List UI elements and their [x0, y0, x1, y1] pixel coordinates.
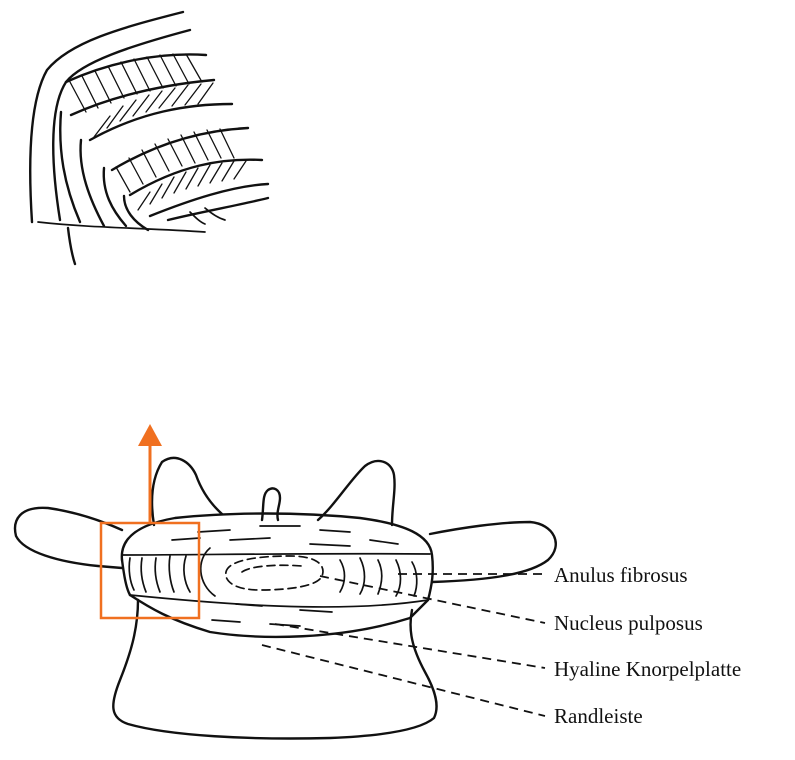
lamella-hatching-3 — [116, 129, 234, 192]
vertebra-with-disc — [15, 458, 556, 739]
leader-randleiste — [262, 645, 545, 716]
label-hyaline-knorpelplatte: Hyaline Knorpelplatte — [554, 657, 741, 681]
vertebral-body — [113, 600, 436, 738]
anulus-lamellae-detail — [30, 12, 268, 264]
left-transverse-process — [15, 508, 122, 568]
anulus-rings — [129, 526, 417, 626]
spinous-process — [262, 488, 280, 520]
magnification-indicator — [101, 424, 199, 618]
nucleus-pulposus-outline — [226, 556, 323, 590]
right-transverse-process — [430, 522, 556, 582]
label-anulus-fibrosus: Anulus fibrosus — [554, 563, 688, 587]
label-randleiste: Randleiste — [554, 704, 643, 728]
magnify-arrow-icon — [138, 424, 162, 446]
label-nucleus-pulposus: Nucleus pulposus — [554, 611, 703, 635]
leader-lines — [262, 574, 545, 716]
